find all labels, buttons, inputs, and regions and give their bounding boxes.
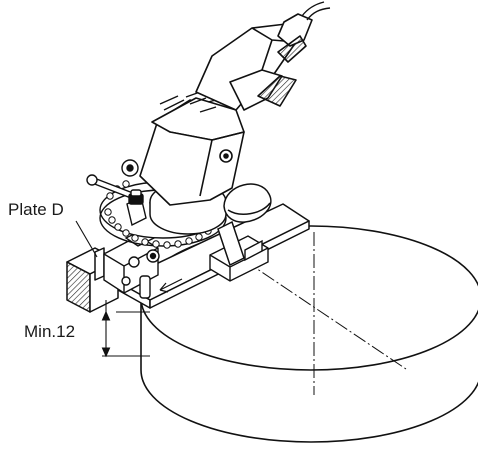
lock-knob <box>121 159 139 177</box>
plate-d-label: Plate D <box>8 200 64 219</box>
center-line-diagonal <box>225 247 407 370</box>
grinder-gear-head <box>139 91 245 206</box>
min-thickness-label: Min.12 <box>24 322 76 341</box>
grinder-rear-grip <box>257 13 313 107</box>
plate-d <box>66 247 119 313</box>
mushroom-knob <box>217 183 272 267</box>
dimension-min12 <box>101 300 150 358</box>
plate-d-leader <box>75 220 98 258</box>
power-cord <box>301 1 331 21</box>
clamp-knob <box>126 189 147 227</box>
